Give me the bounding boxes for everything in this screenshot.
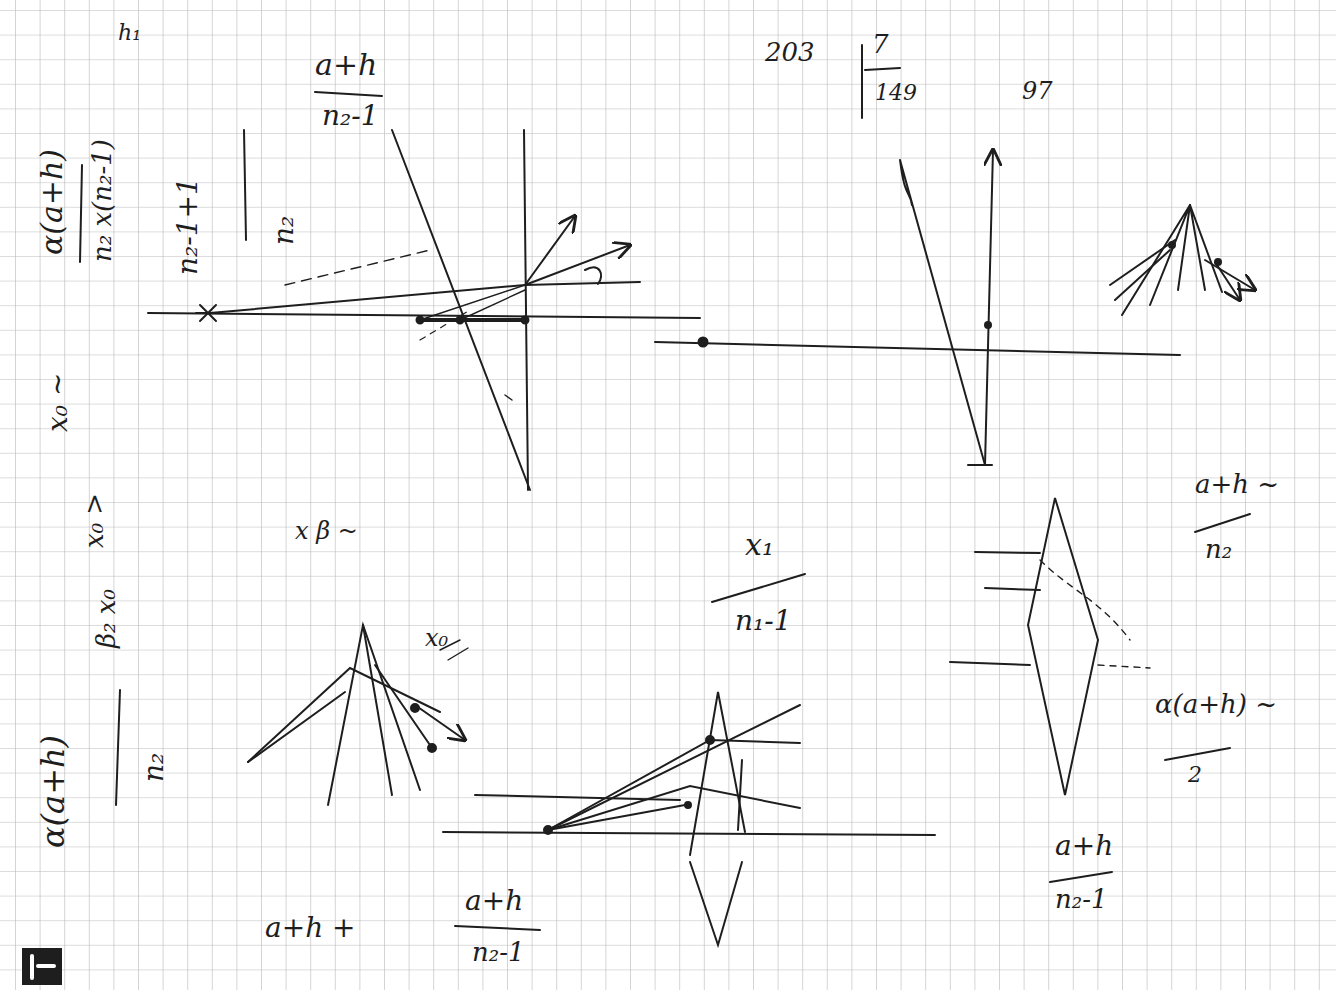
fraction-bar	[1050, 872, 1112, 882]
prism-figure	[443, 692, 935, 945]
fraction-bar	[712, 574, 805, 602]
formula-label: n₂	[138, 753, 170, 782]
corner-logo-mark	[32, 956, 54, 978]
fraction-bar	[315, 92, 382, 96]
fraction-bar	[80, 165, 82, 262]
formula-label: 2	[1188, 762, 1202, 787]
formula-label: x₀ >	[80, 493, 110, 548]
formula-label: a+h	[1055, 830, 1113, 862]
corner-logo	[22, 948, 62, 985]
formula-label: x₀	[425, 625, 448, 653]
formula-label: a+h	[315, 48, 377, 83]
prism-figure	[655, 150, 1180, 465]
sketch-strokes	[22, 45, 1255, 985]
formula-label: a+h ~	[1195, 470, 1279, 500]
formula-label: n₂-1	[472, 938, 525, 968]
formula-label: n₁-1	[735, 605, 792, 637]
fraction-bar	[244, 130, 246, 240]
prism-figure	[248, 625, 468, 805]
lens-figure	[950, 498, 1150, 795]
fraction-bar	[1165, 748, 1230, 760]
ray-fan-figure	[1110, 205, 1255, 315]
fraction-bar	[1195, 514, 1250, 532]
fraction-bar	[455, 926, 540, 930]
prism-figure	[148, 130, 700, 490]
formula-label: a+h +	[265, 912, 356, 944]
fraction-bar	[116, 690, 120, 805]
formula-label: n₂ x(n₂-1)	[88, 139, 118, 262]
formula-label: n₂-1+1	[172, 177, 204, 275]
formula-label: n₂-1	[322, 100, 379, 132]
formula-label: β₂ x₀	[92, 589, 122, 648]
formula-label: h₁	[118, 20, 141, 45]
formula-label: α(a+h)	[35, 735, 72, 848]
formula-label: n₂	[268, 216, 300, 245]
formula-label: α(a+h) ~	[1155, 690, 1277, 720]
formula-label: a+h	[465, 885, 523, 917]
formula-label: n₂	[1205, 535, 1232, 565]
formula-label: α(a+h)	[35, 149, 70, 255]
formula-label: x₁	[745, 528, 774, 563]
formula-label: 97	[1022, 78, 1053, 106]
formula-label: 203	[765, 38, 815, 68]
formula-label: x β ~	[295, 518, 358, 546]
formula-label: x₀ ~	[42, 373, 74, 432]
formula-label: 149	[875, 80, 917, 105]
formula-label: 7	[872, 30, 889, 60]
formula-label: n₂-1	[1055, 885, 1108, 915]
